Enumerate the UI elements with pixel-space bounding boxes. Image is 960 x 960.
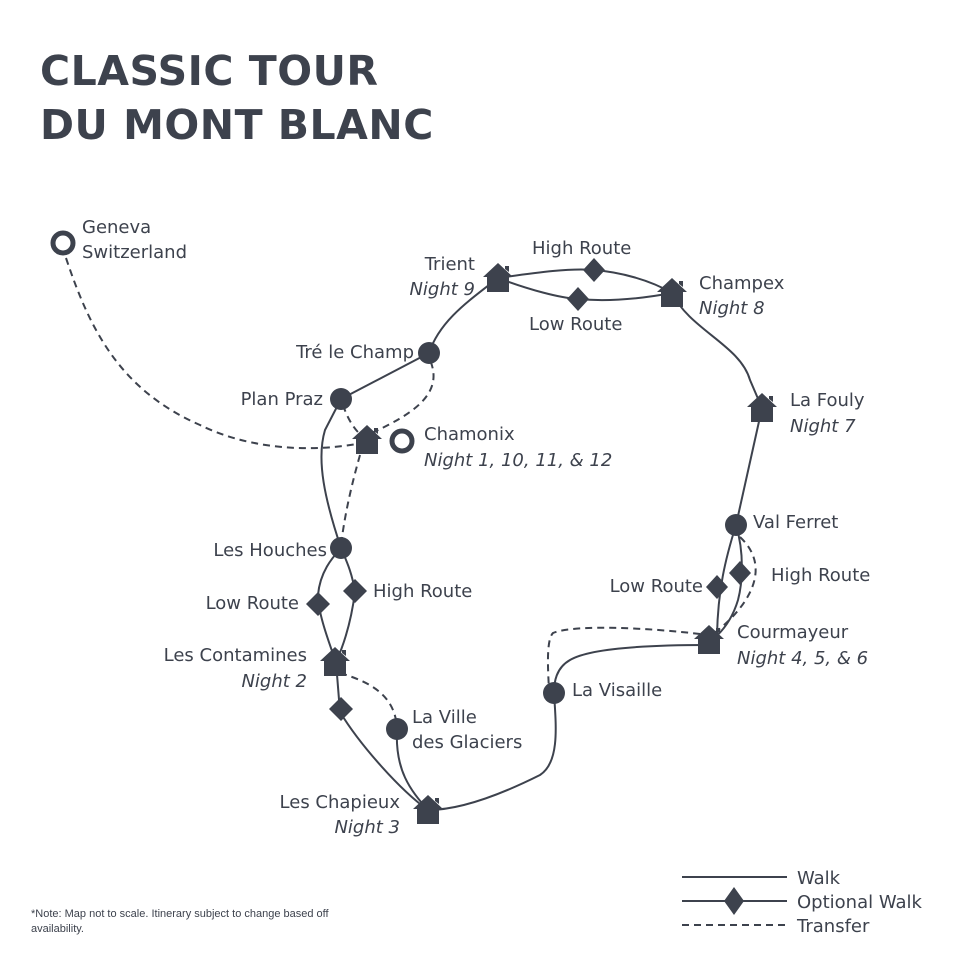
diamond-icon xyxy=(306,592,330,616)
label-trient: Trient xyxy=(424,254,475,275)
diamond-icon xyxy=(729,561,751,585)
walk-la-visaille-les-chapieux xyxy=(427,692,557,811)
label-la-visaille: La Visaille xyxy=(572,680,662,701)
walk-high-route-west xyxy=(335,547,357,663)
disclaimer-note: *Note: Map not to scale. Itinerary subje… xyxy=(31,908,329,935)
transfer-plan-praz-chamonix xyxy=(342,404,363,437)
waypoint-plan-praz xyxy=(330,388,352,410)
waypoint-la-ville-des-glaciers xyxy=(386,718,408,740)
walk-courmayeur-la-visaille xyxy=(553,644,709,694)
label-geneva: Geneva xyxy=(82,217,151,238)
label-champex: Champex xyxy=(699,273,785,294)
title-line-2: DU MONT BLANC xyxy=(40,101,434,149)
label-courmayeur: Courmayeur xyxy=(737,622,849,643)
transfer-geneva-chamonix xyxy=(65,257,363,450)
label-low-route-east: Low Route xyxy=(610,576,703,597)
house-icon-les-chapieux xyxy=(413,795,443,824)
waypoint-la-visaille xyxy=(543,682,565,704)
map-title: CLASSIC TOUR DU MONT BLANC xyxy=(40,44,434,152)
transfer-chamonix-les-houches xyxy=(340,454,361,546)
transfer-les-contamines-ville-des-glaciers xyxy=(339,672,398,729)
label-plan-praz: Plan Praz xyxy=(241,389,323,410)
label-courmayeur-night: Night 4, 5, & 6 xyxy=(737,648,868,669)
label-les-contamines: Les Contamines xyxy=(164,645,307,666)
label-la-ville: La Ville xyxy=(412,707,477,728)
label-low-route-west: Low Route xyxy=(206,593,299,614)
walk-high-route-east xyxy=(711,524,743,641)
title-line-1: CLASSIC TOUR xyxy=(40,47,379,95)
label-la-fouly-night: Night 7 xyxy=(790,416,856,437)
label-tre-le-champ: Tré le Champ xyxy=(295,342,414,363)
diamond-icon xyxy=(706,575,728,599)
house-icon-courmayeur xyxy=(694,625,724,654)
label-champex-night: Night 8 xyxy=(699,298,765,319)
transfer-courmayeur-la-visaille xyxy=(546,626,701,691)
label-chamonix: Chamonix xyxy=(424,424,515,445)
label-les-chapieux: Les Chapieux xyxy=(280,792,401,813)
walk-high-route-north xyxy=(497,268,673,294)
legend-diamond-icon xyxy=(724,887,744,915)
house-icon-trient xyxy=(483,263,513,292)
walk-low-route-east xyxy=(716,524,737,636)
label-high-route-west: High Route xyxy=(373,581,472,602)
optional-walk-markers xyxy=(306,258,751,721)
label-high-route-north: High Route xyxy=(532,238,631,259)
label-geneva-sub: Switzerland xyxy=(82,242,187,263)
label-val-ferret: Val Ferret xyxy=(753,512,838,533)
diamond-icon xyxy=(329,697,353,721)
label-les-chapieux-night: Night 3 xyxy=(334,817,400,838)
diamond-icon xyxy=(567,287,589,311)
legend-transfer-label: Transfer xyxy=(796,916,870,937)
legend: Walk Optional Walk Transfer xyxy=(682,868,923,937)
transfer-val-ferret-courmayeur xyxy=(711,536,757,636)
legend-optional-walk-label: Optional Walk xyxy=(797,892,923,913)
chamonix-ring-icon xyxy=(389,428,415,454)
diamond-icon xyxy=(343,579,367,603)
waypoint-val-ferret xyxy=(725,514,747,536)
geneva-ring-icon xyxy=(50,230,76,256)
label-les-contamines-night: Night 2 xyxy=(241,671,307,692)
house-icon-les-contamines xyxy=(320,647,350,676)
label-high-route-east: High Route xyxy=(771,565,870,586)
waypoint-tre-le-champ xyxy=(418,342,440,364)
label-les-houches: Les Houches xyxy=(213,540,327,561)
walk-plan-praz-tre-le-champ xyxy=(340,352,430,400)
label-trient-night: Night 9 xyxy=(409,279,475,300)
transfer-chamonix-tre-le-champ xyxy=(371,359,435,434)
walk-la-fouly-val-ferret xyxy=(735,407,763,526)
legend-walk-label: Walk xyxy=(797,868,841,889)
label-chamonix-night: Night 1, 10, 11, & 12 xyxy=(424,450,612,471)
label-low-route-north: Low Route xyxy=(529,314,622,335)
house-icon-champex xyxy=(657,278,687,307)
diamond-icon xyxy=(583,258,605,282)
walk-les-houches-plan-praz xyxy=(320,398,342,549)
waypoint-les-houches xyxy=(330,537,352,559)
label-des-glaciers: des Glaciers xyxy=(412,732,522,753)
label-la-fouly: La Fouly xyxy=(790,390,865,411)
house-icon-la-fouly xyxy=(747,393,777,422)
